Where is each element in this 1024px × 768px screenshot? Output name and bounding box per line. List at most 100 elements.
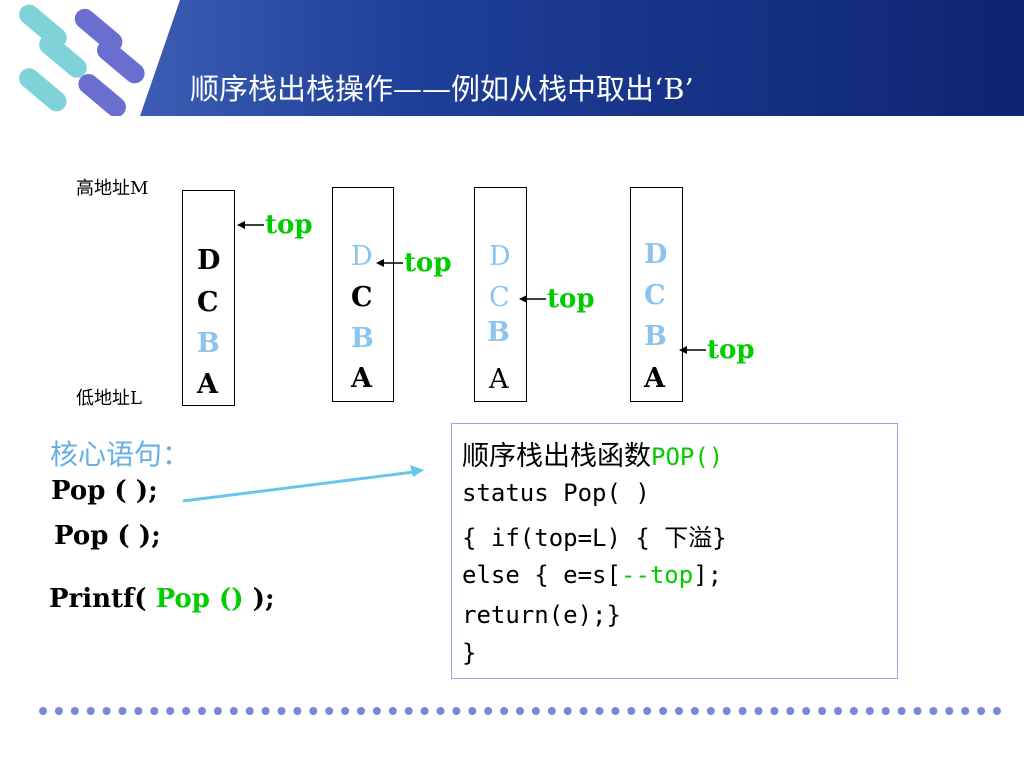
divider-dot (849, 707, 858, 715)
top-pointer-1: top (237, 210, 317, 240)
stack-cell-d: D (644, 239, 668, 270)
divider-dot (229, 707, 238, 715)
divider-dot (611, 707, 620, 715)
divider-dot (738, 707, 747, 715)
divider-dot (484, 707, 493, 715)
stack-cell-d: D (489, 241, 511, 272)
divider-dot (261, 707, 270, 715)
code-close-part: ]; (693, 561, 723, 589)
decorative-cylinders-icon (19, 4, 145, 116)
divider-dot (627, 707, 636, 715)
core-line-3: Printf( Pop () ); (49, 584, 275, 614)
stack-cell-c: C (351, 282, 373, 313)
divider-dot (182, 707, 191, 715)
printf-close: ); (243, 584, 275, 614)
divider-dot (770, 707, 779, 715)
stack-cell-b: B (487, 317, 510, 348)
divider-dot (929, 707, 938, 715)
stack-cell-a: A (351, 363, 372, 394)
divider-dot (834, 707, 842, 715)
pop-function-box: 顺序栈出栈函数POP() status Pop( ) { if(top=L) {… (451, 423, 898, 679)
divider-dot (563, 707, 572, 715)
divider-dot (357, 707, 365, 715)
stack-2: D C B A (332, 187, 394, 402)
divider-dot (802, 707, 811, 715)
top-pointer-4: top (679, 335, 759, 365)
divider-dot (420, 707, 429, 715)
divider-dot (993, 707, 1001, 715)
divider-dot (722, 707, 731, 715)
stack-cell-d: D (351, 241, 373, 272)
top-label: top (404, 248, 452, 278)
divider-dot (690, 707, 699, 715)
divider-dot (341, 707, 350, 715)
printf-open: Printf( (49, 584, 156, 614)
divider-dot (945, 707, 954, 715)
divider-dot (786, 707, 795, 715)
divider-dot (675, 707, 683, 715)
code-decrement-top: --top (620, 561, 694, 589)
divider-dot (325, 707, 334, 715)
arrow-left-icon (376, 259, 403, 267)
divider-dot (706, 707, 715, 715)
divider-dot (547, 707, 556, 715)
divider-dot (468, 707, 477, 715)
top-label: top (707, 335, 755, 365)
divider-dot (659, 707, 668, 715)
divider-dot (897, 707, 906, 715)
low-address-label: 低地址L (76, 388, 142, 409)
divider-dot (309, 707, 318, 715)
page-title: 顺序栈出栈操作——例如从栈中取出‘B’ (190, 72, 694, 106)
function-title-text: 顺序栈出栈函数 (462, 441, 651, 472)
divider-dot (643, 707, 652, 715)
core-line-2: Pop ( ); (54, 521, 161, 551)
code-line-4: return(e);} (462, 601, 621, 629)
divider-dot (977, 707, 986, 715)
stack-cell-c: C (197, 287, 219, 318)
core-line-1: Pop ( ); (51, 476, 158, 506)
divider-dot (102, 707, 111, 715)
divider-dot (404, 707, 413, 715)
stack-cell-c: C (489, 282, 510, 313)
divider-dot (881, 707, 890, 715)
top-label: top (265, 210, 313, 240)
high-address-label: 高地址M (76, 178, 149, 199)
arrow-left-icon (519, 295, 546, 303)
stack-cell-a: A (197, 369, 218, 400)
core-statements-label: 核心语句： (50, 438, 191, 471)
arrow-left-icon (679, 346, 706, 354)
printf-pop-call: Pop () (155, 584, 244, 614)
top-pointer-2: top (376, 248, 456, 278)
divider-dot (198, 707, 206, 715)
divider-dot (118, 707, 127, 715)
function-title: 顺序栈出栈函数POP() (462, 434, 723, 473)
top-label: top (547, 284, 595, 314)
divider-dot (865, 707, 874, 715)
stack-cell-a: A (489, 364, 509, 395)
divider-dot (134, 707, 143, 715)
divider-dot (39, 707, 47, 715)
divider-dot (531, 707, 540, 715)
divider-dot (54, 707, 63, 715)
stack-3: D C B A (474, 187, 527, 402)
divider-dot (277, 707, 286, 715)
divider-dot (245, 707, 254, 715)
top-pointer-3: top (519, 284, 599, 314)
code-else-part: else { e=s[ (462, 561, 621, 589)
stack-cell-b: B (197, 328, 220, 359)
divider-dot (961, 707, 970, 715)
divider-dot (818, 707, 827, 715)
function-name: POP() (651, 443, 724, 471)
stack-1: D C B A (182, 190, 235, 406)
stack-cell-a: A (644, 363, 665, 394)
divider-dot (436, 707, 445, 715)
divider-dot (595, 707, 604, 715)
stack-cell-b: B (351, 323, 374, 354)
divider-dot (913, 707, 922, 715)
stack-cell-b: B (644, 321, 667, 352)
stack-4: D C B A (630, 187, 683, 402)
dotted-divider (39, 707, 1001, 715)
banner-decoration (0, 0, 180, 116)
divider-dot (579, 707, 588, 715)
code-line-2: { if(top=L) { 下溢} (462, 524, 727, 552)
